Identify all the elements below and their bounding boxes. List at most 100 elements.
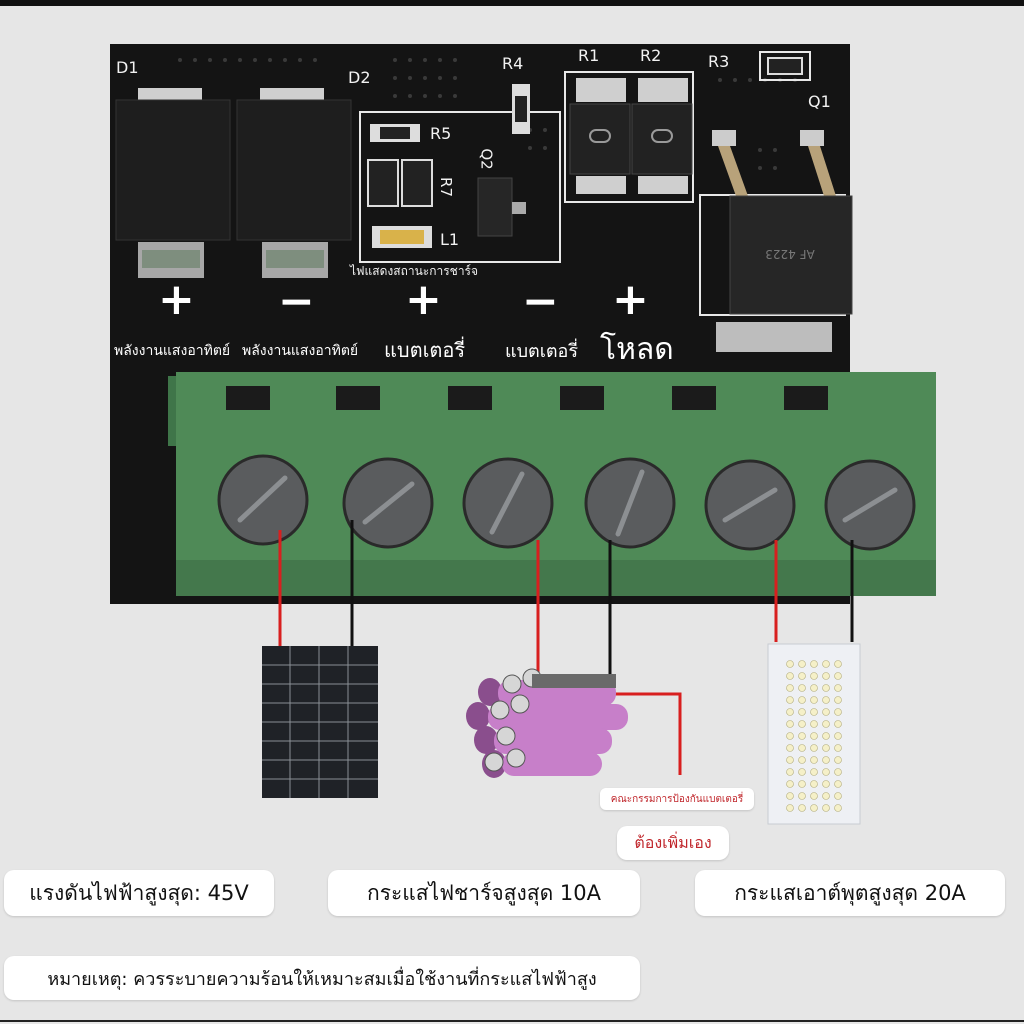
- led-dot: [834, 660, 842, 668]
- led-dot: [810, 756, 818, 764]
- led-dot: [810, 804, 818, 812]
- led-dot: [834, 720, 842, 728]
- led-dot: [810, 684, 818, 692]
- diode-d1: [115, 88, 231, 278]
- terminal-label-solar-minus: พลังงานแสงอาทิตย์: [242, 343, 359, 359]
- led-dot: [810, 696, 818, 704]
- led-dot: [798, 804, 806, 812]
- led-dot: [810, 708, 818, 716]
- label-l1: L1: [440, 230, 460, 249]
- led-dot: [798, 792, 806, 800]
- led-dot: [798, 684, 806, 692]
- led-dot: [810, 768, 818, 776]
- label-r7: R7: [436, 177, 455, 197]
- led-dot: [786, 720, 794, 728]
- led-dot: [822, 744, 830, 752]
- led-dot: [798, 708, 806, 716]
- protection-board-label: คณะกรรมการป้องกันแบตเตอรี่: [600, 788, 754, 810]
- led-dot: [822, 708, 830, 716]
- spec-max-voltage: แรงดันไฟฟ้าสูงสุด: 45V: [4, 870, 274, 916]
- label-q2: Q2: [477, 148, 496, 170]
- label-q1: Q1: [808, 92, 831, 111]
- terminal-sign-battery-plus: +: [405, 274, 442, 325]
- label-r2: R2: [640, 46, 662, 65]
- smd-part-2: [401, 159, 433, 207]
- diode-d2: [236, 88, 352, 278]
- led-dot: [786, 660, 794, 668]
- led-dot: [786, 756, 794, 764]
- led-dot: [810, 780, 818, 788]
- led-dot: [798, 768, 806, 776]
- led-dot: [822, 672, 830, 680]
- led-dot: [822, 792, 830, 800]
- mosfet-q1: AF 4223: [712, 130, 853, 352]
- terminal-sign-load-plus: +: [612, 274, 649, 325]
- label-r5: R5: [430, 124, 452, 143]
- label-d2: D2: [348, 68, 371, 87]
- terminal-sign-solar-minus: −: [278, 276, 315, 327]
- bottom-border: [0, 1020, 1024, 1022]
- resistor-r1: [569, 78, 631, 194]
- led-dot: [810, 720, 818, 728]
- led-dot: [834, 708, 842, 716]
- led-dot: [810, 792, 818, 800]
- terminal-sign-solar-plus: +: [158, 274, 195, 325]
- wires: [278, 520, 854, 775]
- led-dot: [798, 756, 806, 764]
- top-border: [0, 0, 1024, 6]
- led-dot: [786, 768, 794, 776]
- led-dot: [834, 684, 842, 692]
- label-r3: R3: [708, 52, 730, 71]
- led-dot: [786, 780, 794, 788]
- led-dot: [822, 696, 830, 704]
- led-panel: [767, 643, 861, 825]
- svg-text:AF 4223: AF 4223: [765, 247, 814, 261]
- led-dot: [798, 780, 806, 788]
- led-dot: [810, 744, 818, 752]
- led-dot: [810, 660, 818, 668]
- led-dot: [822, 756, 830, 764]
- status-led-label: ไฟแสดงสถานะการชาร์จ: [350, 264, 479, 278]
- led-dot: [834, 732, 842, 740]
- terminal-label-battery-plus: แบตเตอรี่: [384, 338, 466, 362]
- protection-board-note: ต้องเพิ่มเอง: [617, 826, 729, 860]
- led-dot: [834, 672, 842, 680]
- led-dot: [798, 696, 806, 704]
- led-dot: [786, 792, 794, 800]
- led-dot: [822, 768, 830, 776]
- led-dot: [822, 660, 830, 668]
- terminal-sign-battery-minus: −: [522, 276, 559, 327]
- spec-max-charge-current: กระแสไฟชาร์จสูงสุด 10A: [328, 870, 640, 916]
- led-dot: [834, 768, 842, 776]
- led-dot: [798, 720, 806, 728]
- led-dot: [786, 708, 794, 716]
- led-dot: [798, 660, 806, 668]
- led-dot: [798, 744, 806, 752]
- led-dot: [786, 672, 794, 680]
- solar-panel: [262, 646, 378, 798]
- led-dot: [810, 672, 818, 680]
- label-r4: R4: [502, 54, 524, 73]
- led-dot: [834, 780, 842, 788]
- terminal-label-load: โหลด: [600, 332, 674, 367]
- led-dot: [834, 792, 842, 800]
- terminal-label-battery-minus: แบตเตอรี่: [505, 341, 579, 362]
- led-dot: [822, 804, 830, 812]
- led-dot: [834, 804, 842, 812]
- label-r1: R1: [578, 46, 600, 65]
- led-dot: [822, 684, 830, 692]
- transistor-q2: [477, 177, 513, 237]
- terminal-block: [168, 372, 936, 596]
- label-d1: D1: [116, 58, 139, 77]
- led-dot: [798, 672, 806, 680]
- led-dot: [798, 732, 806, 740]
- led-dot: [834, 744, 842, 752]
- battery-pack: [466, 668, 628, 778]
- terminal-label-solar-plus: พลังงานแสงอาทิตย์: [114, 343, 231, 359]
- led-dot: [822, 732, 830, 740]
- spec-max-output-current: กระแสเอาต์พุตสูงสุด 20A: [695, 870, 1005, 916]
- led-dot: [810, 732, 818, 740]
- resistor-r3: [767, 57, 803, 75]
